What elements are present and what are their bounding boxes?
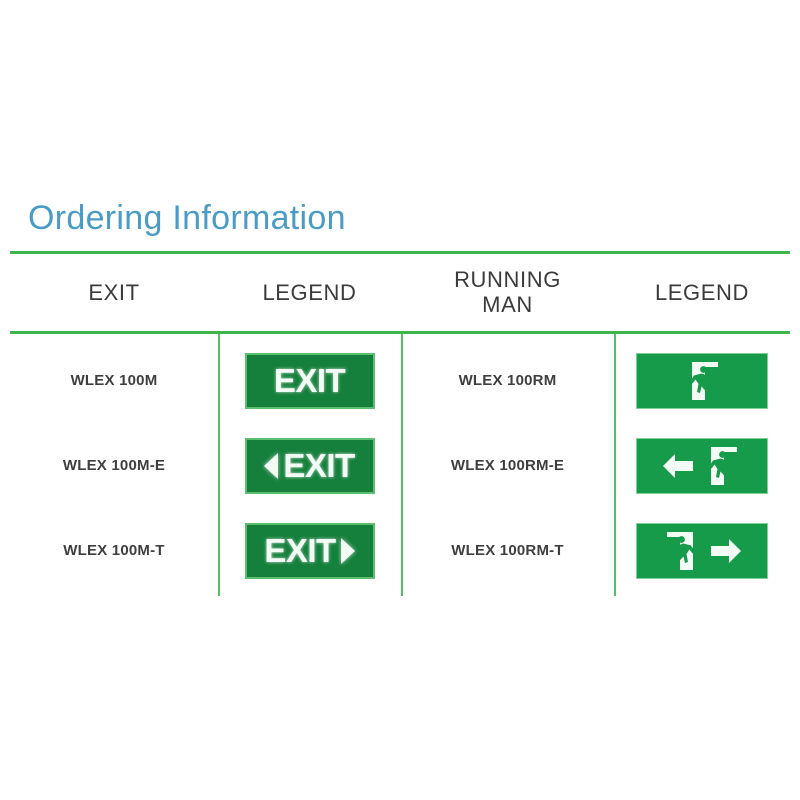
running-man-icon (667, 531, 695, 570)
column-divider-3 (614, 334, 616, 596)
exit-sign-text: EXIT (273, 362, 346, 399)
table-row: WLEX 100M-E EXIT WLEX 100RM-E (10, 423, 790, 508)
cell-exit-code: WLEX 100M-E (10, 423, 218, 508)
column-header-exit: EXIT (88, 279, 140, 305)
cell-running-man-code: WLEX 100RM-T (401, 508, 614, 593)
column-header-legend-running-man: LEGEND (654, 279, 750, 305)
column-divider-2 (401, 334, 403, 596)
running-man-model-code: WLEX 100RM-E (450, 457, 565, 474)
cell-exit-legend: EXIT (218, 508, 401, 593)
column-header-running-man: RUNNING MAN (401, 268, 614, 317)
running-man-sign-badge (636, 522, 768, 579)
cell-running-man-code: WLEX 100RM (401, 338, 614, 423)
exit-sign-text: EXIT (264, 532, 336, 569)
right-arrow-icon (340, 537, 355, 564)
left-arrow-icon (663, 453, 693, 478)
exit-sign-badge: EXIT (244, 522, 375, 579)
cell-running-man-code: WLEX 100RM-E (401, 423, 614, 508)
running-man-model-code: WLEX 100RM (458, 372, 557, 389)
exit-model-code: WLEX 100M-T (63, 542, 165, 559)
exit-sign-badge: EXIT (244, 352, 375, 409)
table-body: WLEX 100M EXIT WLEX 100RM (10, 338, 790, 593)
cell-exit-code: WLEX 100M-T (10, 508, 218, 593)
column-header-legend-exit: LEGEND (262, 279, 357, 305)
running-man-sign-badge (636, 352, 768, 409)
column-header-running-man-line1: RUNNING (454, 267, 561, 293)
running-man-icon (690, 361, 718, 400)
exit-sign-badge: EXIT (244, 437, 375, 494)
cell-running-man-legend (614, 338, 790, 423)
exit-model-code: WLEX 100M (70, 372, 158, 389)
table-header-row: EXIT LEGEND RUNNING MAN LEGEND (10, 258, 790, 328)
column-divider-1 (218, 334, 220, 596)
cell-exit-legend: EXIT (218, 338, 401, 423)
page-title: Ordering Information (28, 199, 346, 237)
cell-exit-code: WLEX 100M (10, 338, 218, 423)
exit-model-code: WLEX 100M-E (62, 457, 166, 474)
table-row: WLEX 100M EXIT WLEX 100RM (10, 338, 790, 423)
running-man-icon (709, 446, 737, 485)
cell-running-man-legend (614, 423, 790, 508)
exit-sign-text: EXIT (283, 447, 355, 484)
running-man-model-code: WLEX 100RM-T (451, 542, 564, 559)
table-row: WLEX 100M-T EXIT WLEX 100RM-T (10, 508, 790, 593)
left-arrow-icon (264, 452, 279, 479)
cell-exit-legend: EXIT (218, 423, 401, 508)
table-top-rule (10, 251, 790, 254)
table-header-rule (10, 331, 790, 334)
right-arrow-icon (711, 538, 741, 563)
cell-running-man-legend (614, 508, 790, 593)
column-header-running-man-line2: MAN (482, 292, 533, 317)
running-man-sign-badge (636, 437, 768, 494)
